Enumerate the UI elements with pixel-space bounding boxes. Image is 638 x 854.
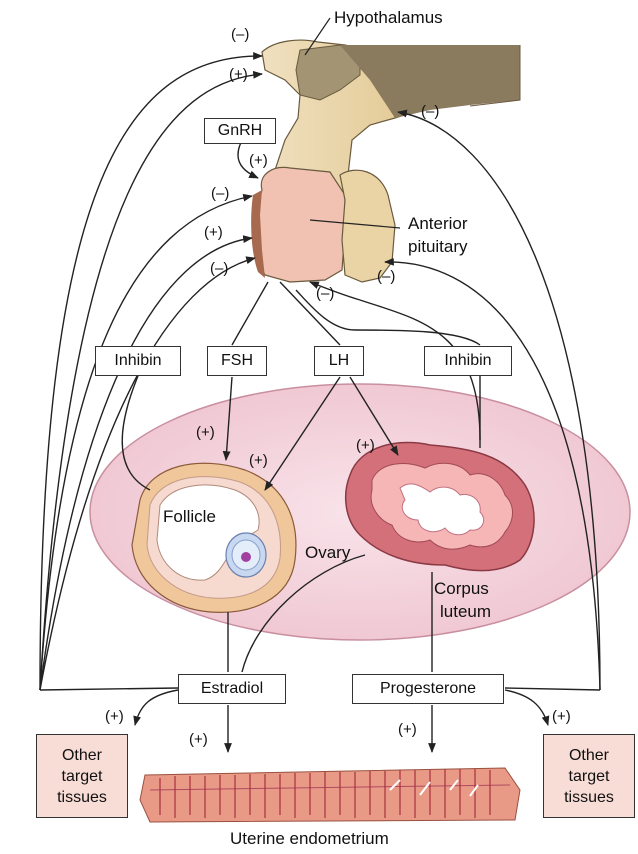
sign-neg-pituitary-1: (–) <box>211 185 229 202</box>
endometrium-shape <box>140 768 520 822</box>
tissue-right-line-1: Other <box>569 745 609 766</box>
corpus-luteum-label-2: luteum <box>440 602 491 622</box>
tissue-left-line-3: tissues <box>57 787 107 808</box>
inhibin-left-box: Inhibin <box>95 346 181 376</box>
other-target-tissues-right: Other target tissues <box>543 734 635 818</box>
anterior-pituitary-label-2: pituitary <box>408 237 468 257</box>
estradiol-box: Estradiol <box>178 674 286 704</box>
sign-neg-pituitary-2: (–) <box>210 260 228 277</box>
fsh-box: FSH <box>207 346 267 376</box>
sign-pos-lh-follicle: (+) <box>249 452 268 469</box>
sign-pos-estradiol-uterus: (+) <box>189 731 208 748</box>
sign-neg-pituitary-right: (–) <box>377 268 395 285</box>
corpus-luteum-label-1: Corpus <box>434 579 489 599</box>
sign-neg-hypothalamus-right: (–) <box>421 103 439 120</box>
follicle-shape <box>132 463 296 612</box>
hypothalamus-label: Hypothalamus <box>334 8 443 28</box>
sign-pos-left-tissues: (+) <box>105 708 124 725</box>
gnrh-box: GnRH <box>204 118 276 144</box>
sign-pos-fsh: (+) <box>196 424 215 441</box>
tissue-right-line-2: target <box>569 766 610 787</box>
sign-pos-pituitary: (+) <box>204 224 223 241</box>
pituitary-shape <box>251 167 395 282</box>
other-target-tissues-left: Other target tissues <box>36 734 128 818</box>
follicle-label: Follicle <box>163 507 216 527</box>
sign-pos-progesterone-uterus: (+) <box>398 721 417 738</box>
tissue-right-line-3: tissues <box>564 787 614 808</box>
sign-pos-right-tissues: (+) <box>552 708 571 725</box>
ovary-label: Ovary <box>305 543 350 563</box>
progesterone-box: Progesterone <box>352 674 504 704</box>
tissue-left-line-2: target <box>62 766 103 787</box>
anterior-pituitary-label-1: Anterior <box>408 214 468 234</box>
uterine-endometrium-label: Uterine endometrium <box>230 829 389 849</box>
sign-neg-inhibin-right: (–) <box>316 285 334 302</box>
sign-neg-hypothalamus-left: (–) <box>231 26 249 43</box>
sign-pos-hypothalamus-left: (+) <box>229 66 248 83</box>
sign-pos-gnrh: (+) <box>249 152 268 169</box>
tissue-left-line-1: Other <box>62 745 102 766</box>
inhibin-right-box: Inhibin <box>424 346 512 376</box>
lh-box: LH <box>314 346 364 376</box>
sign-pos-lh-corpus: (+) <box>356 437 375 454</box>
